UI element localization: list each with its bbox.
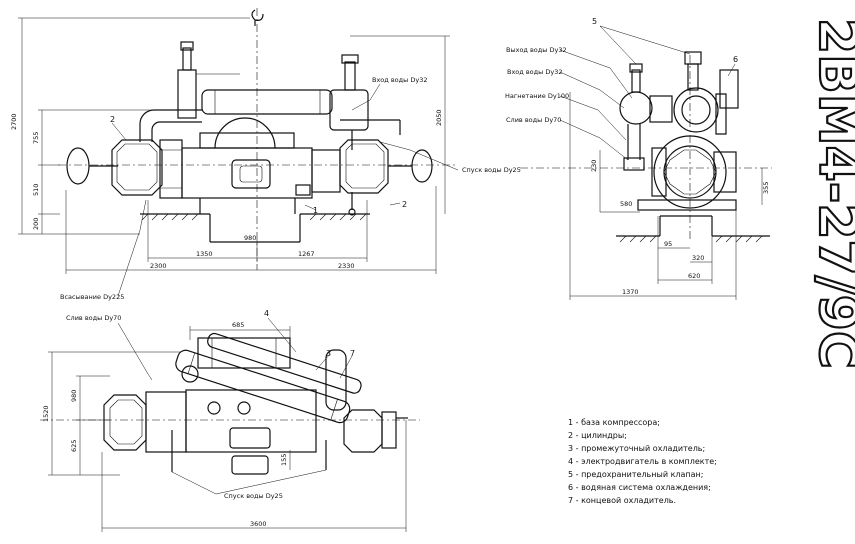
legend-item: 3 - промежуточный охладитель; — [568, 444, 706, 453]
legend-item: 7 - концевой охладитель. — [568, 496, 677, 505]
legend-item: 6 - водяная система охлаждения; — [568, 483, 711, 492]
label-discharge: Нагнетание Dy100 — [505, 92, 569, 100]
label-suction: Всасывание Dy225 — [60, 293, 124, 301]
dim-2300: 2300 — [150, 262, 167, 270]
dim-3600: 3600 — [250, 520, 267, 528]
dim-980-plan: 980 — [70, 390, 78, 402]
dim-510: 510 — [32, 184, 40, 196]
dim-1350: 1350 — [196, 250, 213, 258]
label-water-in-side: Вход воды Dy32 — [507, 68, 562, 76]
dim-1520: 1520 — [42, 405, 50, 422]
dim-620: 620 — [688, 272, 700, 280]
dim-685: 685 — [232, 321, 244, 329]
dim-155: 155 — [280, 454, 288, 466]
side-view — [520, 25, 772, 300]
label-water-drain-plan-2: Спуск воды Dy25 — [224, 492, 283, 500]
legend-item: 4 - электродвигатель в комплекте; — [568, 457, 717, 466]
dim-95: 95 — [664, 240, 672, 248]
dim-355: 355 — [762, 182, 770, 194]
front-view — [18, 8, 459, 297]
dim-625: 625 — [70, 440, 78, 452]
callout-3: 3 — [326, 349, 331, 358]
callout-1: 1 — [313, 206, 318, 215]
label-water-in: Вход воды Dy32 — [372, 76, 427, 84]
legend-item: 1 - база компрессора; — [568, 418, 660, 427]
dim-1267: 1267 — [298, 250, 315, 258]
dim-980-front: 980 — [244, 234, 256, 242]
label-water-out: Выход воды Dy32 — [506, 46, 567, 54]
dim-755: 755 — [32, 132, 40, 144]
callout-7: 7 — [350, 349, 355, 358]
legend: 1 - база компрессора; 2 - цилиндры; 3 - … — [568, 416, 717, 507]
dim-2050: 2050 — [435, 109, 443, 126]
dim-320: 320 — [692, 254, 704, 262]
callout-4: 4 — [264, 309, 269, 318]
legend-item: 5 - предохранительный клапан; — [568, 470, 704, 479]
label-water-drain-side: Слив воды Dy70 — [506, 116, 561, 124]
dim-1370: 1370 — [622, 288, 639, 296]
dim-200: 200 — [32, 218, 40, 230]
dim-2700: 2700 — [10, 113, 18, 130]
dim-2330: 2330 — [338, 262, 355, 270]
callout-2-left: 2 — [110, 115, 115, 124]
callout-6: 6 — [733, 55, 738, 64]
label-water-drain-plan: Слив воды Dy70 — [66, 314, 121, 322]
plan-view — [40, 317, 420, 532]
label-water-drain: Спуск воды Dy25 — [462, 166, 521, 174]
model-title: 2ВМ4-27/9С — [807, 18, 855, 369]
dim-580: 580 — [620, 200, 632, 208]
legend-item: 2 - цилиндры; — [568, 431, 627, 440]
dim-230: 230 — [590, 160, 598, 172]
callout-2-right: 2 — [402, 200, 407, 209]
callout-5: 5 — [592, 17, 597, 26]
